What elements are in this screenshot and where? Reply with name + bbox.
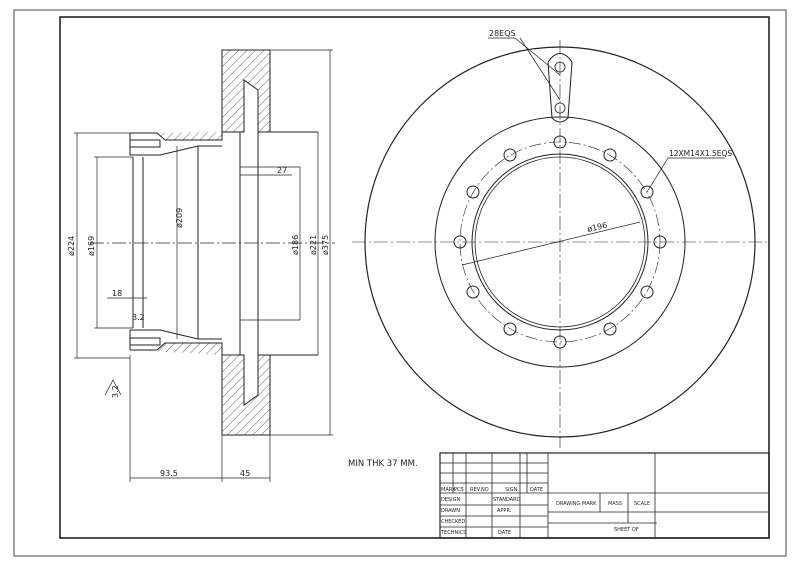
dim-18: 18 bbox=[112, 289, 122, 298]
dim-93-5: 93.5 bbox=[160, 469, 178, 478]
tb-technics: TECHNICS bbox=[440, 530, 466, 536]
rotor-plate-section bbox=[221, 49, 271, 133]
tb-sign: SIGN bbox=[505, 487, 518, 493]
tb-checked: CHECKED bbox=[441, 519, 465, 525]
section-view bbox=[90, 49, 335, 436]
front-view bbox=[352, 37, 768, 448]
tb-pcs: PCS bbox=[454, 487, 464, 493]
title-block-labels: MARK PCS REV.NO SIGN DATE DESIGN STANDAR… bbox=[440, 487, 650, 536]
hub-flange-bottom bbox=[130, 342, 223, 355]
slots-callout-leader bbox=[488, 37, 561, 76]
hub-flange-top bbox=[130, 132, 223, 141]
bolt-holes bbox=[453, 135, 667, 349]
dim-d186: ø186 bbox=[291, 235, 300, 255]
title-block bbox=[439, 452, 770, 539]
tb-sheet: SHEET OF bbox=[614, 527, 639, 533]
tb-drawing-mark: DRAWING MARK bbox=[556, 501, 597, 507]
dim-d209: ø209 bbox=[175, 208, 184, 228]
dim-27: 27 bbox=[277, 166, 287, 175]
dim-d224: ø224 bbox=[67, 236, 76, 256]
tb-design: DESIGN bbox=[441, 497, 461, 503]
min-thickness-note: MIN THK 37 MM. bbox=[348, 459, 418, 469]
ventilation-slot bbox=[547, 53, 573, 123]
tb-date2: DATE bbox=[498, 530, 511, 536]
holes-callout-leader bbox=[646, 157, 725, 193]
tb-drawn: DRAWN bbox=[441, 508, 460, 514]
dim-d375: ø375 bbox=[321, 235, 330, 255]
tb-standard: STANDARD bbox=[493, 497, 521, 503]
dim-d221: ø221 bbox=[309, 235, 318, 255]
tb-scale: SCALE bbox=[634, 501, 650, 507]
inner-border bbox=[59, 16, 770, 539]
tb-revno: REV.NO bbox=[470, 487, 489, 493]
tb-mark: MARK bbox=[441, 487, 456, 493]
dim-d169: ø169 bbox=[87, 236, 96, 256]
outer-border bbox=[13, 9, 787, 557]
dim-3-2: 3.2 bbox=[132, 313, 145, 322]
tb-date: DATE bbox=[530, 487, 543, 493]
dim-45: 45 bbox=[240, 469, 250, 478]
tb-appr: APPR. bbox=[497, 508, 512, 514]
callout-slots: 28EQS bbox=[489, 29, 516, 38]
tb-mass: MASS bbox=[608, 501, 622, 507]
rotor-plate-section-lower bbox=[221, 354, 271, 436]
dim-3-2-surface: 3.2 bbox=[111, 385, 120, 398]
dimension-lines bbox=[74, 49, 333, 482]
d196-leader bbox=[461, 221, 641, 266]
callout-holes: 12XM14X1.5EQS bbox=[669, 149, 732, 158]
dim-d196: ø196 bbox=[586, 221, 608, 234]
